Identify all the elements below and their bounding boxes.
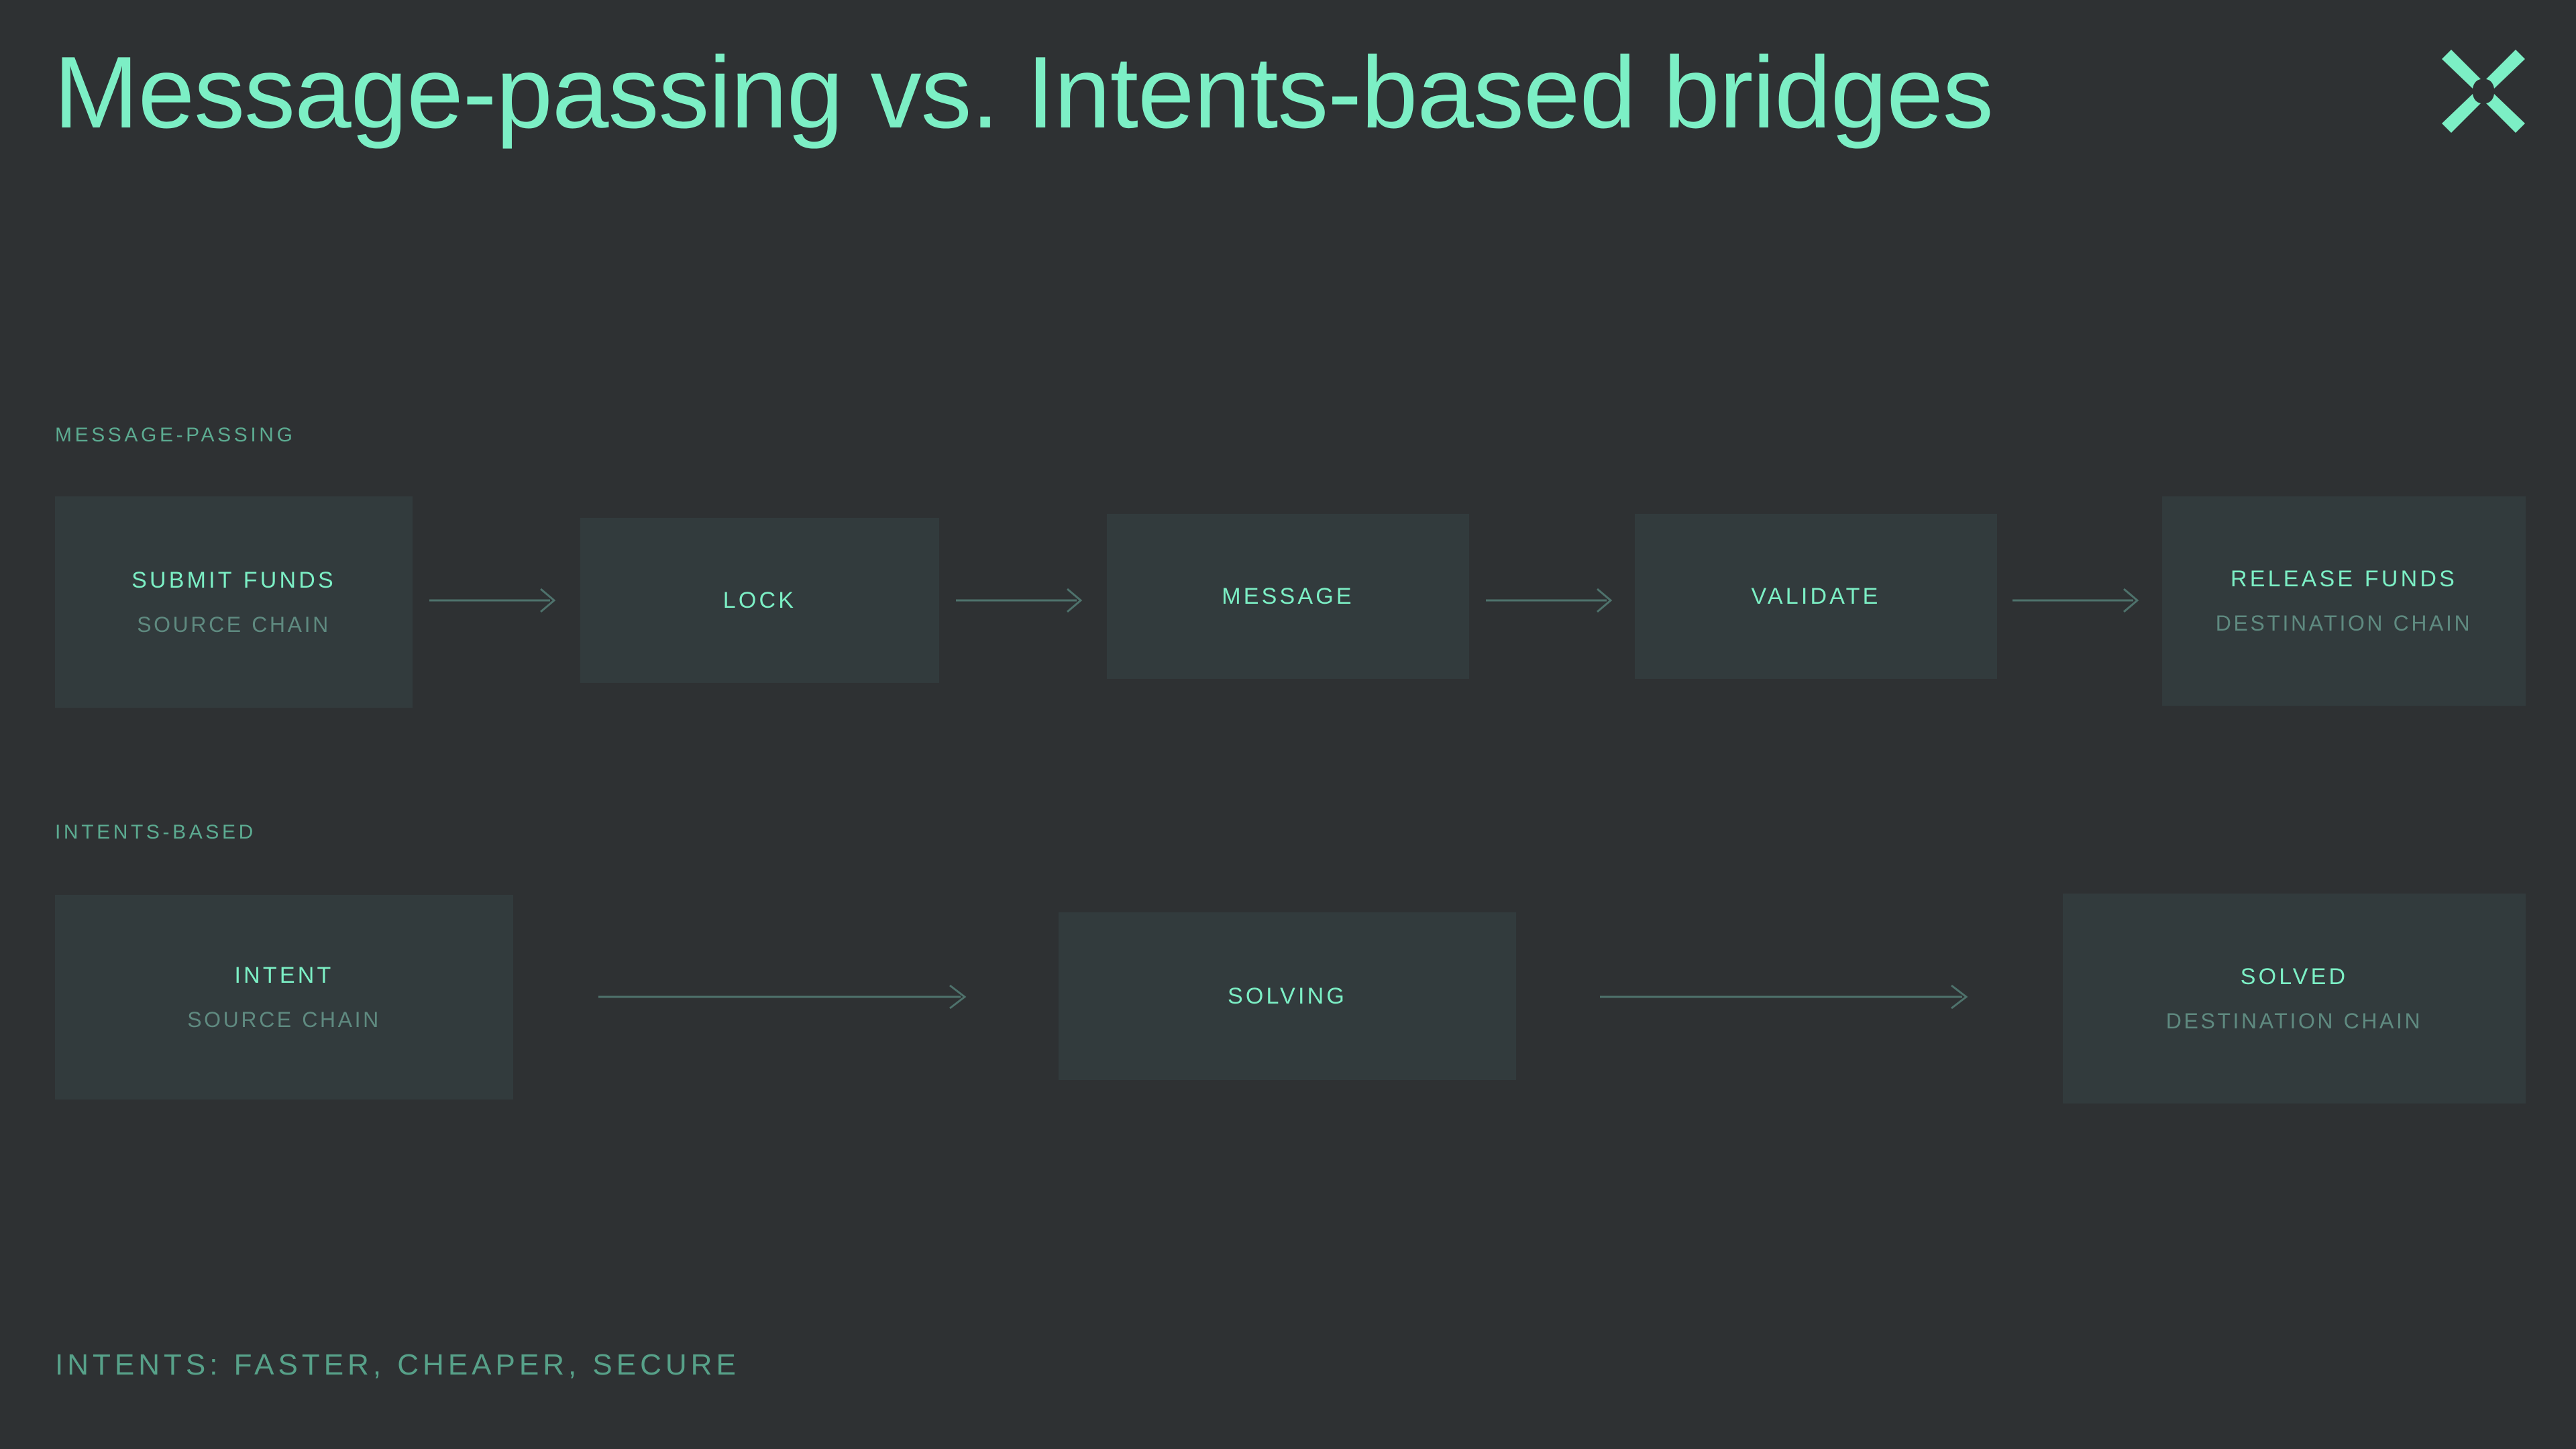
flow-step-title: MESSAGE (1222, 583, 1354, 609)
flow-step-title: SOLVING (1227, 983, 1348, 1009)
flow-arrow (429, 580, 564, 621)
flow-step-title: SOLVED (2240, 963, 2349, 989)
section-label-message-passing: MESSAGE-PASSING (55, 424, 296, 446)
flow-step-title: SUBMIT FUNDS (131, 567, 336, 593)
flow-step-title: RELEASE FUNDS (2230, 566, 2457, 592)
flow-step-title: VALIDATE (1751, 583, 1881, 609)
flow-step-subtitle: SOURCE CHAIN (137, 612, 331, 637)
flow-arrow (1486, 580, 1620, 621)
flow-step-intent[interactable]: INTENT SOURCE CHAIN (55, 895, 513, 1099)
flow-step-subtitle: DESTINATION CHAIN (2215, 611, 2473, 635)
flow-step-validate[interactable]: VALIDATE (1635, 514, 1997, 679)
flow-step-solved[interactable]: SOLVED DESTINATION CHAIN (2063, 894, 2526, 1104)
flow-step-title: INTENT (234, 962, 334, 988)
flow-step-subtitle: SOURCE CHAIN (187, 1007, 381, 1032)
flow-step-solving[interactable]: SOLVING (1059, 912, 1516, 1080)
flow-step-subtitle: DESTINATION CHAIN (2165, 1008, 2423, 1033)
page-title: Message-passing vs. Intents-based bridge… (54, 36, 1994, 150)
section-label-intents-based: INTENTS-BASED (55, 821, 256, 843)
flow-arrow-long (598, 977, 974, 1017)
flow-step-title: LOCK (722, 587, 797, 613)
flow-step-message[interactable]: MESSAGE (1107, 514, 1469, 679)
flow-arrow-long (1600, 977, 1976, 1017)
x-mark-logo (2439, 47, 2528, 136)
footer-tagline: INTENTS: FASTER, CHEAPER, SECURE (55, 1348, 740, 1381)
flow-step-submit-funds[interactable]: SUBMIT FUNDS SOURCE CHAIN (55, 496, 413, 708)
flow-step-release-funds[interactable]: RELEASE FUNDS DESTINATION CHAIN (2162, 496, 2526, 706)
flow-step-lock[interactable]: LOCK (580, 518, 939, 683)
flow-arrow (2012, 580, 2147, 621)
flow-arrow (956, 580, 1090, 621)
